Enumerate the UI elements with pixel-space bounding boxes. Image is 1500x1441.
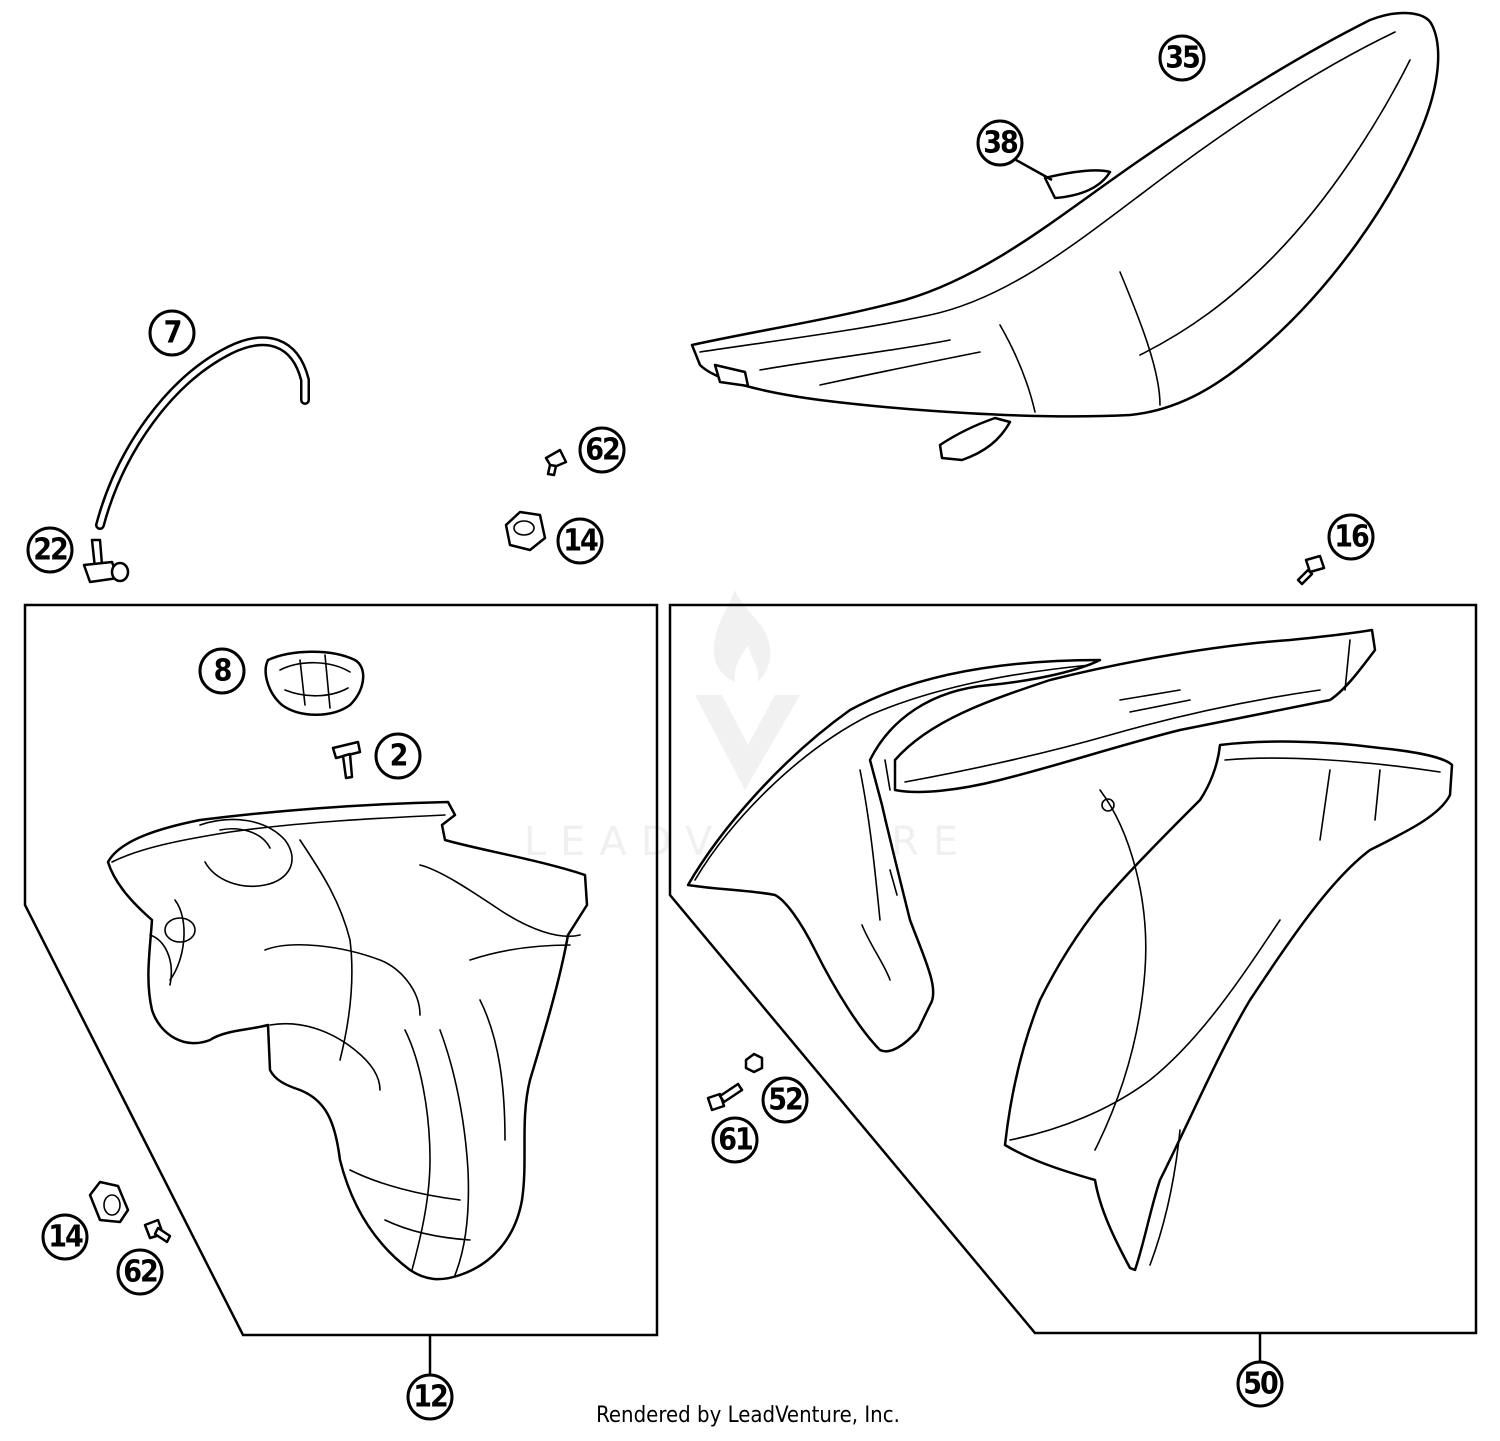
bushing-part-top xyxy=(504,510,547,552)
elbow-fitting-part xyxy=(82,538,130,584)
callout-62-top: 62 xyxy=(578,426,626,474)
callout-label-22: 22 xyxy=(33,533,67,568)
callout-label-62-bottom: 62 xyxy=(123,1255,157,1290)
callout-38: 38 xyxy=(976,119,1024,167)
callout-label-16: 16 xyxy=(1334,520,1369,555)
callout-2: 2 xyxy=(374,732,422,780)
callout-16: 16 xyxy=(1327,513,1375,561)
screw-part-2 xyxy=(331,740,362,780)
screw-part-top xyxy=(544,448,568,477)
leader-38 xyxy=(1015,158,1053,182)
fuel-pump-part xyxy=(264,650,365,716)
screw-part-bottom xyxy=(143,1218,172,1244)
footer-credit: Rendered by LeadVenture, Inc. xyxy=(596,1403,900,1428)
callout-label-8: 8 xyxy=(214,654,232,689)
bushing-part-bottom xyxy=(88,1180,130,1224)
callout-50: 50 xyxy=(1236,1360,1284,1408)
right-shroud-part xyxy=(1003,740,1454,1272)
callout-35: 35 xyxy=(1158,34,1206,82)
left-shroud-part xyxy=(686,658,1102,1053)
callout-61: 61 xyxy=(711,1116,759,1164)
callout-label-35: 35 xyxy=(1165,41,1199,76)
fuel-tank-part xyxy=(106,800,589,1281)
fuel-hose-part xyxy=(95,336,310,530)
callout-label-61: 61 xyxy=(718,1123,752,1158)
callout-14-bottom: 14 xyxy=(41,1213,89,1261)
radiator-shroud-part xyxy=(893,628,1377,794)
callout-label-52: 52 xyxy=(768,1083,802,1118)
callout-8: 8 xyxy=(198,647,246,695)
callout-22: 22 xyxy=(26,526,74,574)
callout-14-top: 14 xyxy=(556,517,604,565)
callout-label-14-top: 14 xyxy=(563,524,598,559)
callout-label-12: 12 xyxy=(413,1380,447,1415)
callout-52: 52 xyxy=(761,1076,809,1124)
nut-part-52 xyxy=(744,1052,764,1074)
bolt-part-61 xyxy=(706,1082,744,1112)
callout-label-38: 38 xyxy=(983,126,1018,161)
callout-62-bottom: 62 xyxy=(116,1248,164,1296)
callout-label-62-top: 62 xyxy=(585,433,619,468)
callout-label-7: 7 xyxy=(164,316,181,351)
fuel-tank-kit-frame xyxy=(23,603,659,1337)
callout-12: 12 xyxy=(406,1373,454,1421)
callout-label-50: 50 xyxy=(1243,1367,1278,1402)
callout-label-14-bottom: 14 xyxy=(48,1220,83,1255)
seat-part xyxy=(690,11,1440,462)
shroud-kit-frame xyxy=(668,603,1478,1335)
screw-part-16 xyxy=(1296,554,1326,586)
callout-7: 7 xyxy=(148,309,196,357)
callout-label-2: 2 xyxy=(390,739,407,774)
